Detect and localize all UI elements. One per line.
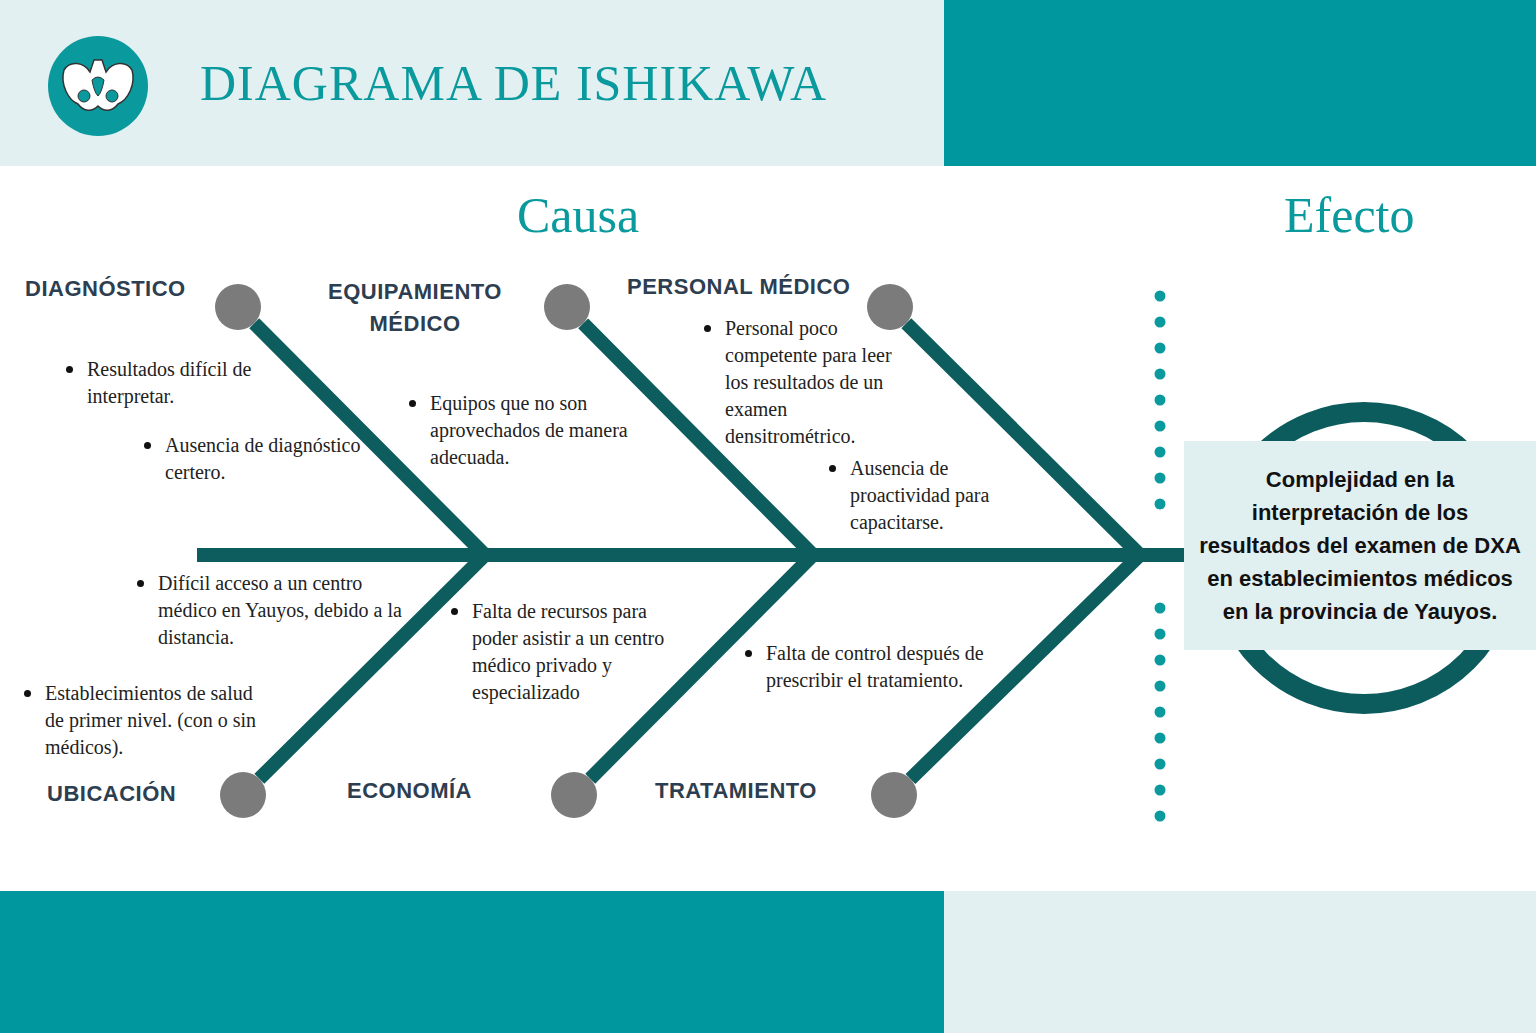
cause-item: Falta de control después de prescribir e…	[766, 640, 991, 694]
logo	[48, 36, 148, 136]
category-dot	[551, 772, 597, 818]
category-heading: DIAGNÓSTICO	[25, 273, 215, 305]
bullet-dot	[704, 325, 711, 332]
category-dot	[215, 284, 261, 330]
cause-item: Falta de recursos para poder asistir a u…	[472, 598, 672, 706]
category-circle: EQUIPAMIENTO MÉDICO	[544, 284, 590, 330]
bullet-dot	[451, 608, 458, 615]
cause-item: Equipos que no son aprovechados de maner…	[430, 390, 630, 471]
fish-bone	[254, 323, 1184, 555]
bullet-dot	[137, 580, 144, 587]
fish-bone	[910, 555, 1184, 779]
bullet-dot	[409, 400, 416, 407]
category-circle: ECONOMÍA	[551, 772, 597, 818]
bullet-dot	[745, 650, 752, 657]
cause-item: Ausencia de proactividad para capacitars…	[850, 455, 1030, 536]
category-heading: TRATAMIENTO	[655, 775, 845, 807]
category-heading: UBICACIÓN	[47, 778, 207, 810]
category-circle: TRATAMIENTO	[871, 772, 917, 818]
category-heading: ECONOMÍA	[347, 775, 497, 807]
header-band	[0, 0, 944, 166]
bullet-dot	[144, 442, 151, 449]
category-dot	[220, 772, 266, 818]
cause-item: Resultados difícil de interpretar.	[87, 356, 292, 410]
effect-box: Complejidad en la interpretación de los …	[1184, 441, 1536, 650]
section-heading: Causa	[517, 186, 639, 244]
section-heading: Efecto	[1284, 186, 1414, 244]
cause-item: Ausencia de diagnóstico certero.	[165, 432, 365, 486]
header-band	[944, 0, 1536, 166]
category-dot	[871, 772, 917, 818]
cause-item: Difícil acceso a un centro médico en Yau…	[158, 570, 413, 651]
category-circle: UBICACIÓN	[220, 772, 266, 818]
bullet-dot	[829, 465, 836, 472]
fish-spine	[197, 548, 490, 562]
category-heading: PERSONAL MÉDICO	[627, 271, 867, 303]
bullet-dot	[66, 366, 73, 373]
cause-item: Establecimientos de salud de primer nive…	[45, 680, 270, 761]
cause-item: Personal poco competente para leer los r…	[725, 315, 897, 450]
bullet-dot	[24, 690, 31, 697]
fish-bone	[906, 323, 1184, 555]
title: DIAGRAMA DE ISHIKAWA	[200, 54, 827, 112]
fish-bone	[590, 555, 1184, 779]
category-dot	[544, 284, 590, 330]
footer-band	[944, 891, 1536, 1033]
footer-band	[0, 891, 944, 1033]
category-dot	[867, 284, 913, 330]
effect-text: Complejidad en la interpretación de los …	[1198, 463, 1522, 628]
category-circle: DIAGNÓSTICO	[215, 284, 261, 330]
fish-bone	[259, 555, 1184, 779]
category-heading: EQUIPAMIENTO MÉDICO	[310, 276, 520, 340]
category-circle: PERSONAL MÉDICO	[867, 284, 913, 330]
